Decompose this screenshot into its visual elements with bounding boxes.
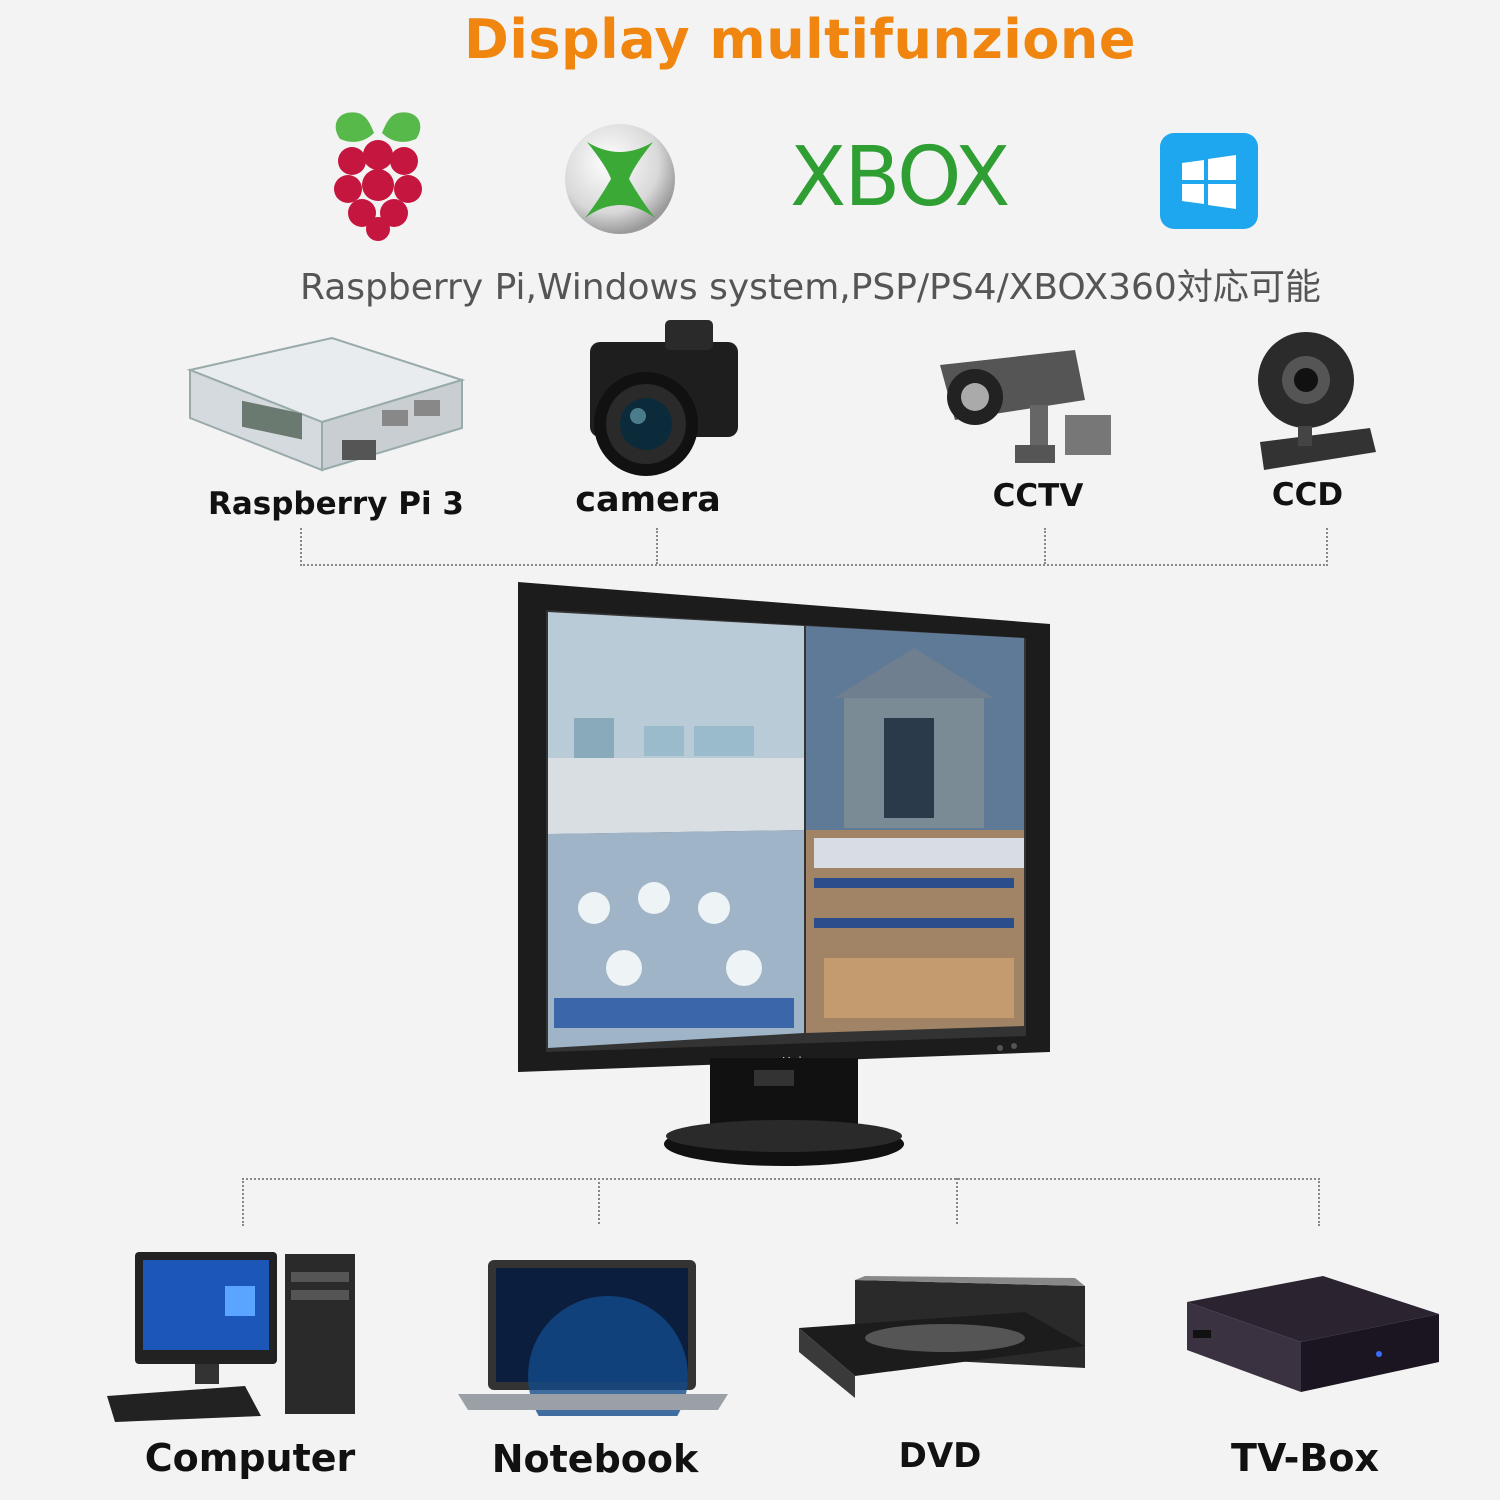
xbox-sphere-icon xyxy=(563,122,677,236)
output-connector-line xyxy=(242,1178,1320,1226)
device-label-computer: Computer xyxy=(144,1436,356,1480)
input-connector-line xyxy=(300,528,1328,566)
tv-box-icon xyxy=(1183,1274,1443,1399)
device-label-camera: camera xyxy=(575,480,721,520)
xbox-wordmark-icon: XBOX xyxy=(790,130,1010,225)
dvd-drive-icon xyxy=(795,1276,1095,1406)
device-label-tv-box: TV-Box xyxy=(1231,1436,1379,1480)
device-label-notebook: Notebook xyxy=(491,1437,699,1481)
desktop-computer-icon xyxy=(105,1246,365,1426)
output-connector-tick xyxy=(598,1178,600,1224)
laptop-icon xyxy=(458,1256,728,1416)
compatibility-text: Raspberry Pi,Windows system,PSP/PS4/XBOX… xyxy=(300,267,1321,308)
dslr-camera-icon xyxy=(580,312,740,477)
device-label-cctv: CCTV xyxy=(992,478,1084,514)
device-label-ccd: CCD xyxy=(1271,477,1344,513)
monitor: Upimo xyxy=(514,578,1054,1168)
screen-panels xyxy=(548,612,1024,1048)
input-connector-tick xyxy=(1044,528,1046,564)
output-connector-tick xyxy=(956,1178,958,1224)
windows-icon xyxy=(1160,133,1258,229)
raspberry-pi-case-icon xyxy=(182,330,467,480)
cctv-camera-icon xyxy=(935,345,1115,470)
device-label-dvd: DVD xyxy=(898,1436,982,1476)
webcam-icon xyxy=(1250,330,1380,475)
input-connector-tick xyxy=(656,528,658,564)
raspberry-pi-icon xyxy=(318,105,438,245)
device-label-raspberry-pi-3: Raspberry Pi 3 xyxy=(208,486,464,522)
page-title: Display multifunzione xyxy=(464,8,1136,71)
